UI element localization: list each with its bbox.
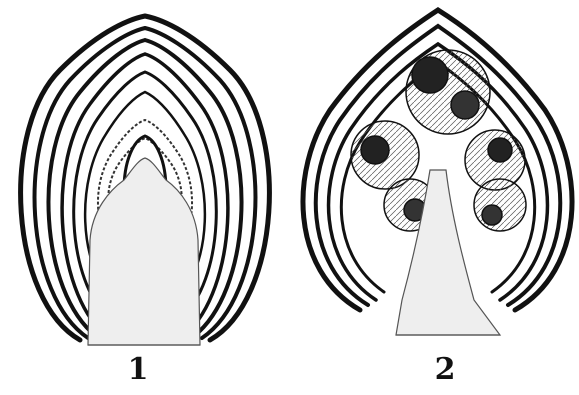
- bud-1: [21, 16, 270, 345]
- bud-2: [303, 10, 572, 335]
- figure-label-2: 2: [425, 352, 465, 388]
- bud-1-axis: [88, 158, 200, 345]
- figure-label-1: 1: [118, 352, 158, 388]
